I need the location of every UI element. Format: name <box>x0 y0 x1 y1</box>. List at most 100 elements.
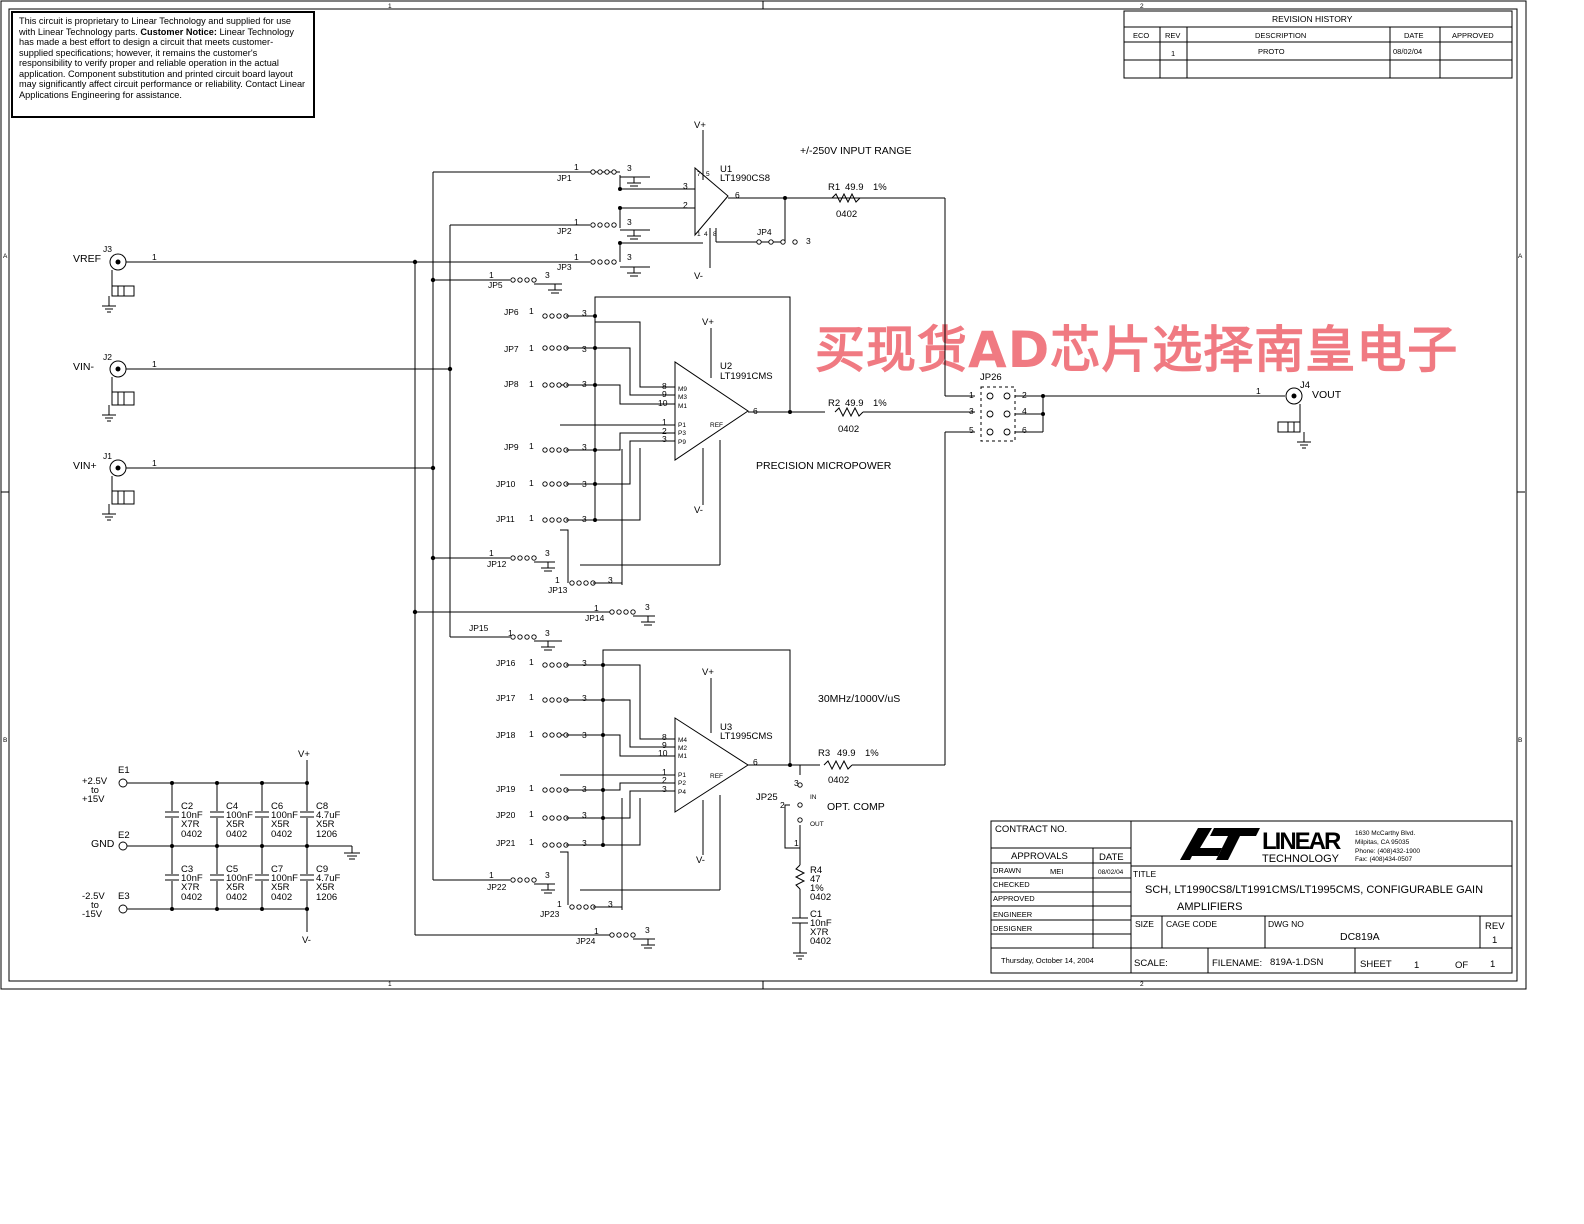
u1-ref: U1 <box>720 164 732 175</box>
c6-ref: C6 <box>271 801 283 812</box>
r2-value: 49.9 <box>845 398 864 409</box>
svg-text:JP10: JP10 <box>496 479 516 489</box>
c1-ref: C1 <box>810 909 822 920</box>
svg-text:1: 1 <box>529 729 534 739</box>
optcomp-label: OPT. COMP <box>827 801 885 813</box>
svg-text:P3: P3 <box>678 430 686 437</box>
revision-title: REVISION HISTORY <box>1272 14 1353 24</box>
svg-text:JP19: JP19 <box>496 784 516 794</box>
c8-pkg: 1206 <box>316 829 337 840</box>
r1-pkg: 0402 <box>836 209 857 220</box>
svg-text:1: 1 <box>529 809 534 819</box>
svg-text:1: 1 <box>508 628 513 638</box>
svg-text:1: 1 <box>152 252 157 262</box>
svg-text:2: 2 <box>662 426 667 436</box>
rev-row-desc: PROTO <box>1258 47 1285 56</box>
svg-text:3: 3 <box>582 308 587 318</box>
j3-label: J3 <box>103 244 112 254</box>
svg-text:3: 3 <box>582 442 587 452</box>
svg-text:B: B <box>1518 737 1522 744</box>
c7-ref: C7 <box>271 864 283 875</box>
e2-label: GND <box>91 838 115 850</box>
svg-text:JP5: JP5 <box>488 280 503 290</box>
rev-hdr-desc: DESCRIPTION <box>1255 31 1306 40</box>
rev-row-date: 08/02/04 <box>1393 47 1422 56</box>
svg-text:6: 6 <box>735 190 740 200</box>
c5-pkg: 0402 <box>226 892 247 903</box>
rev-hdr-rev: REV <box>1165 31 1180 40</box>
tb-sheet-no: 1 <box>1414 960 1419 971</box>
svg-text:3: 3 <box>582 658 587 668</box>
svg-text:8: 8 <box>662 732 667 742</box>
c8-ref: C8 <box>316 801 328 812</box>
svg-text:4: 4 <box>704 231 708 238</box>
u1-opamp <box>694 166 729 237</box>
svg-text:3: 3 <box>794 778 799 788</box>
r3-tol: 1% <box>865 748 879 759</box>
c2-type: X7R <box>181 819 200 830</box>
u2-opamp <box>674 361 749 461</box>
u2-section: U2 LT1991CMS PRECISION MICROPOWER V+ V- … <box>560 296 975 585</box>
u1-vplus: V+ <box>694 120 706 131</box>
power-vplus: V+ <box>298 749 310 760</box>
svg-text:3: 3 <box>582 810 587 820</box>
e3-label: -2.5V <box>82 891 105 902</box>
notice-heading: Customer Notice: <box>140 26 217 37</box>
r4-pkg: 0402 <box>810 892 831 903</box>
svg-text:JP17: JP17 <box>496 693 516 703</box>
svg-text:1: 1 <box>529 306 534 316</box>
svg-text:1: 1 <box>489 548 494 558</box>
jp26-label: JP26 <box>980 372 1002 383</box>
rev-hdr-eco: ECO <box>1133 31 1149 40</box>
c9-ref: C9 <box>316 864 328 875</box>
u3-vplus: V+ <box>702 667 714 678</box>
svg-text:1: 1 <box>489 870 494 880</box>
r3-ref: R3 <box>818 748 830 759</box>
svg-text:1: 1 <box>529 478 534 488</box>
u3-vminus: V- <box>696 855 705 866</box>
c5-type: X5R <box>226 882 245 893</box>
e1-ref: E1 <box>118 765 130 776</box>
svg-text:9: 9 <box>662 389 667 399</box>
tb-title-label: TITLE <box>1133 869 1156 879</box>
svg-text:6: 6 <box>753 757 758 767</box>
svg-text:JP23: JP23 <box>540 909 560 919</box>
jp25-label: JP25 <box>756 792 778 803</box>
zone-left-a: A <box>3 253 8 260</box>
u1-section: U1 LT1990CS8 +/-250V INPUT RANGE V+ V- 3… <box>557 120 945 282</box>
optcomp-in: IN <box>810 794 817 801</box>
svg-text:JP11: JP11 <box>496 514 515 524</box>
svg-text:3: 3 <box>545 870 550 880</box>
r2-pkg: 0402 <box>838 424 859 435</box>
c4-type: X5R <box>226 819 245 830</box>
svg-text:1: 1 <box>662 417 667 427</box>
tb-filename-label: FILENAME: <box>1212 958 1262 969</box>
tb-size: SIZE <box>1135 919 1154 929</box>
svg-text:JP18: JP18 <box>496 730 516 740</box>
output-selector: JP26 135 246 1 J4 VOUT <box>944 198 1342 765</box>
svg-text:2: 2 <box>662 775 667 785</box>
svg-text:5: 5 <box>706 171 710 178</box>
svg-text:1: 1 <box>594 603 599 613</box>
svg-text:M1: M1 <box>678 753 687 760</box>
svg-text:JP9: JP9 <box>504 442 519 452</box>
svg-text:1: 1 <box>697 231 701 238</box>
c5-value: 100nF <box>226 873 253 884</box>
svg-text:3: 3 <box>608 899 613 909</box>
zone-bottom-1: 1 <box>388 981 392 988</box>
u1-note: +/-250V INPUT RANGE <box>800 145 912 157</box>
tb-drawn-by: MEI <box>1050 867 1063 876</box>
c9-type: X5R <box>316 882 335 893</box>
c2-value: 10nF <box>181 810 203 821</box>
title-block: CONTRACT NO. APPROVALS DATE DRAWN MEI 08… <box>990 820 1513 974</box>
tb-of: OF <box>1455 960 1468 971</box>
zone-left-b: B <box>3 737 7 744</box>
svg-text:3: 3 <box>545 548 550 558</box>
tb-scale: SCALE: <box>1134 958 1168 969</box>
svg-text:JP16: JP16 <box>496 658 516 668</box>
svg-text:M1: M1 <box>678 403 687 410</box>
svg-text:1: 1 <box>794 838 799 848</box>
svg-text:A: A <box>1518 253 1523 260</box>
vin-minus-label: VIN- <box>73 361 95 373</box>
